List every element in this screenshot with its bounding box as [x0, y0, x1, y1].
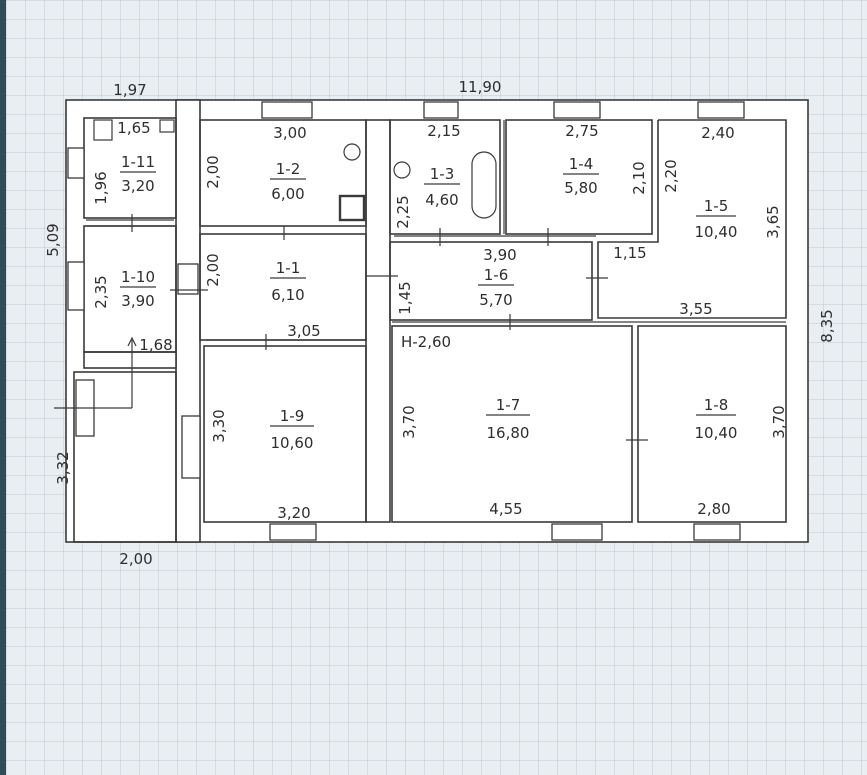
room-labels: 1-11 3,20 1-10 3,90 1-2 6,00 1-1 6,10 1-…	[120, 153, 737, 452]
stove-fixture	[338, 194, 366, 222]
dimension-label: 2,35	[92, 275, 110, 308]
dimension-label: 1,96	[92, 171, 110, 204]
dimension-label: 2,25	[394, 195, 412, 228]
room-number: 1-9	[280, 407, 305, 425]
window	[693, 523, 741, 541]
dimension-label: 11,90	[459, 78, 502, 96]
window	[553, 101, 601, 119]
room-area: 3,90	[121, 292, 154, 310]
dimension-label: 3,20	[277, 504, 310, 522]
dimension-label: 1,65	[117, 119, 150, 137]
room-area: 16,80	[487, 424, 530, 442]
room-number: 1-11	[121, 153, 155, 171]
room-area: 4,60	[425, 191, 458, 209]
room-area: 10,60	[271, 434, 314, 452]
room-area: 5,80	[564, 179, 597, 197]
dimension-label: 8,35	[818, 309, 836, 342]
window	[551, 523, 603, 541]
room-number: 1-2	[276, 160, 301, 178]
dimension-label: 2,40	[701, 124, 734, 142]
dimension-label: 2,00	[119, 550, 152, 568]
dimension-label: 2,75	[565, 122, 598, 140]
dimension-label: 4,55	[489, 500, 522, 518]
room-area: 10,40	[695, 424, 738, 442]
dimension-label: 2,20	[662, 159, 680, 192]
sink-fixture	[159, 119, 175, 133]
room-number: 1-4	[569, 155, 594, 173]
room-number: 1-10	[121, 268, 155, 286]
window	[67, 147, 85, 179]
dimension-label: 2,80	[697, 500, 730, 518]
dimension-label: 3,70	[770, 405, 788, 438]
dimension-label: 2,00	[204, 155, 222, 188]
room-number: 1-6	[484, 266, 509, 284]
dimension-label: 3,00	[273, 124, 306, 142]
room-area: 6,10	[271, 286, 304, 304]
gas-meter-icon	[343, 143, 361, 161]
toilet-fixture	[93, 119, 113, 141]
dimension-label: 2,10	[630, 161, 648, 194]
room-area: 10,40	[695, 223, 738, 241]
dimension-label: 2,15	[427, 122, 460, 140]
ceiling-height-label: Н-2,60	[401, 333, 451, 351]
dimension-label: 1,97	[113, 81, 146, 99]
bathtub-fixture	[471, 151, 497, 219]
dimension-label: 1,15	[613, 244, 646, 262]
dimension-label: 3,05	[287, 322, 320, 340]
room-number: 1-7	[496, 396, 521, 414]
interior-walls	[83, 99, 391, 543]
dimension-label: 3,32	[54, 451, 72, 484]
dimension-label: 3,65	[764, 205, 782, 238]
dimension-label: 1,68	[139, 336, 172, 354]
window	[697, 101, 745, 119]
room-number: 1-5	[704, 197, 729, 215]
dimension-label: 5,09	[44, 223, 62, 256]
dimension-label: 3,70	[400, 405, 418, 438]
dimension-label: 3,30	[210, 409, 228, 442]
room-number: 1-8	[704, 396, 729, 414]
window	[269, 523, 317, 541]
window	[181, 415, 201, 479]
dimension-label: 3,55	[679, 300, 712, 318]
dimension-label: 1,45	[396, 281, 414, 314]
door-marks	[54, 120, 786, 441]
fixtures	[93, 119, 497, 222]
graph-paper-sheet: 1-11 3,20 1-10 3,90 1-2 6,00 1-1 6,10 1-…	[6, 0, 867, 775]
window	[423, 101, 459, 119]
window	[261, 101, 313, 119]
room-area: 6,00	[271, 185, 304, 203]
dimension-label: 2,00	[204, 253, 222, 286]
window	[177, 263, 199, 295]
room-number: 1-3	[430, 165, 455, 183]
window	[67, 261, 85, 311]
water-heater-icon	[393, 161, 411, 179]
dimension-label: 3,90	[483, 246, 516, 264]
room-area: 3,20	[121, 177, 154, 195]
room-number: 1-1	[276, 259, 301, 277]
floor-plan: 1-11 3,20 1-10 3,90 1-2 6,00 1-1 6,10 1-…	[44, 78, 836, 568]
room-area: 5,70	[479, 291, 512, 309]
dimension-labels: 1,97 11,90 5,09 8,35 2,00 3,32 1,65 1,96…	[44, 78, 836, 568]
